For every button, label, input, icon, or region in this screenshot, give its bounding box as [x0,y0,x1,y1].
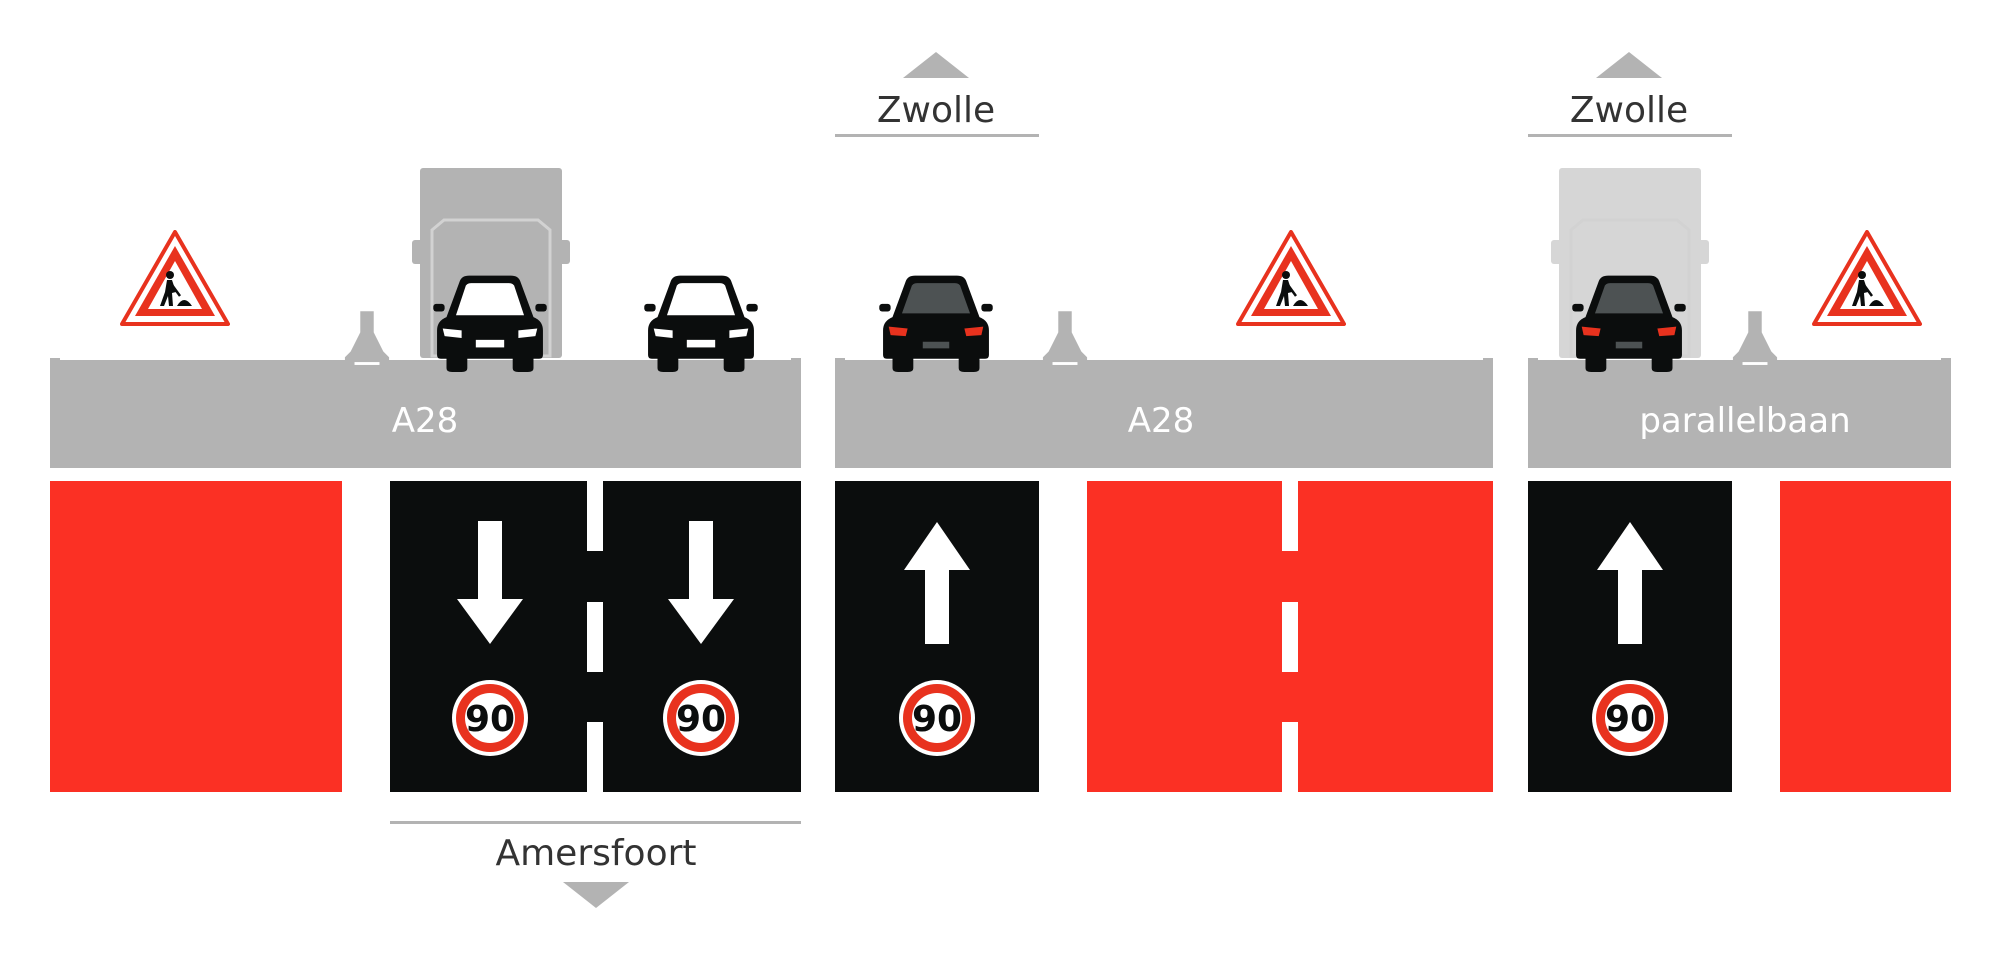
road-a28-north [835,360,1493,468]
speed-limit-sign-icon: 90 [899,680,975,756]
closed-lane [50,481,342,792]
speed-limit-sign-icon: 90 [452,680,528,756]
roadwork-warning-sign-icon [1812,230,1922,326]
car-rear-icon [879,275,993,372]
direction-triangle-icon [903,52,969,78]
speed-limit-sign-icon: 90 [663,680,739,756]
road-label-parallelbaan: parallelbaan [1639,401,1850,441]
road-label-a28-south: A28 [392,401,459,441]
road-barrier-icon [344,311,390,371]
lane-divider [587,481,603,792]
closed-lane [1780,481,1951,792]
direction-label-amersfoort: Amersfoort [495,833,696,874]
road-label-a28-north: A28 [1128,401,1195,441]
lane-arrow-icon [668,521,734,644]
car-front-icon [644,275,758,372]
direction-underline [1528,134,1732,137]
direction-triangle-icon [1596,52,1662,78]
lane-arrow-icon [904,522,970,644]
speed-limit-value: 90 [912,699,962,740]
speed-limit-value: 90 [676,699,726,740]
lane-arrow-icon [457,521,523,644]
lane-arrow-icon [1597,522,1663,644]
roadwork-warning-sign-icon [1236,230,1346,326]
roadwork-warning-sign-icon [120,230,230,326]
lane-divider [1282,481,1298,792]
direction-underline [835,134,1039,137]
road-barrier-icon [1732,311,1778,371]
direction-triangle-icon [563,882,629,908]
speed-limit-value: 90 [1605,699,1655,740]
direction-underline [390,821,801,824]
speed-limit-sign-icon: 90 [1592,680,1668,756]
direction-label-zwolle: Zwolle [1570,90,1688,131]
direction-label-zwolle: Zwolle [877,90,995,131]
road-a28-south [50,360,801,468]
speed-limit-value: 90 [465,699,515,740]
road-parallelbaan [1528,360,1951,468]
road-barrier-icon [1042,311,1088,371]
